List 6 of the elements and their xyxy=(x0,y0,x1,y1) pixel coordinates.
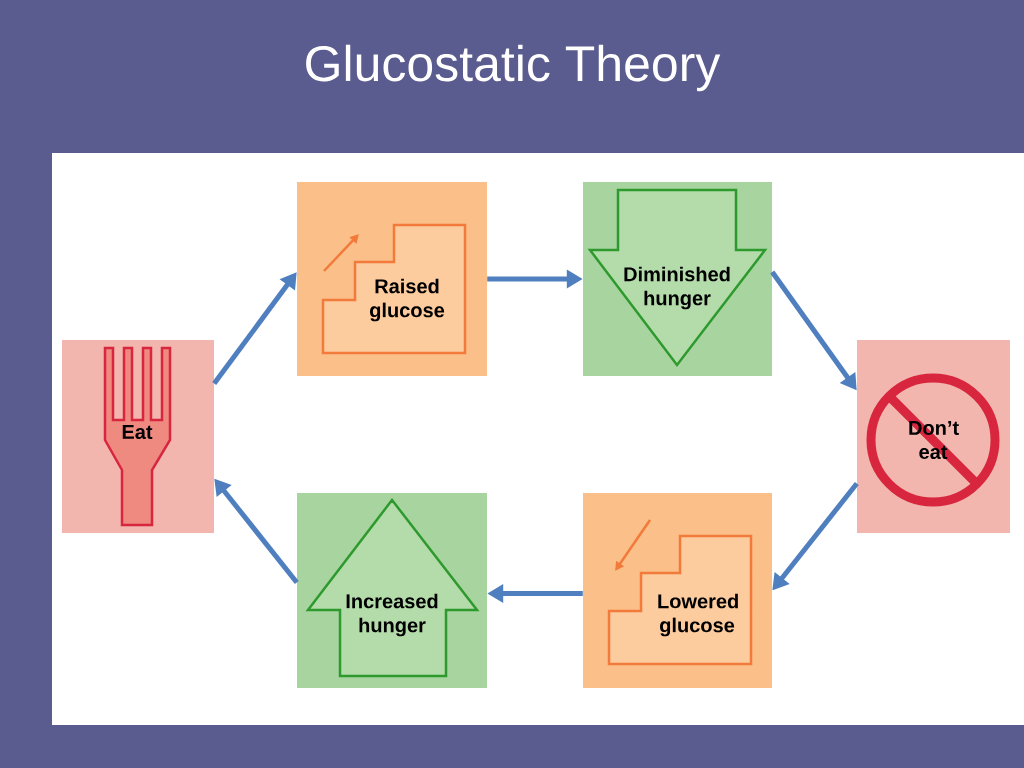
process-box: Increased hunger xyxy=(297,493,487,688)
process-box: Raised glucose xyxy=(297,182,487,376)
process-box: Lowered glucose xyxy=(583,493,772,688)
process-box: Eat xyxy=(62,340,214,533)
process-box: Diminished hunger xyxy=(583,182,772,376)
title: Glucostatic Theory xyxy=(306,44,721,92)
